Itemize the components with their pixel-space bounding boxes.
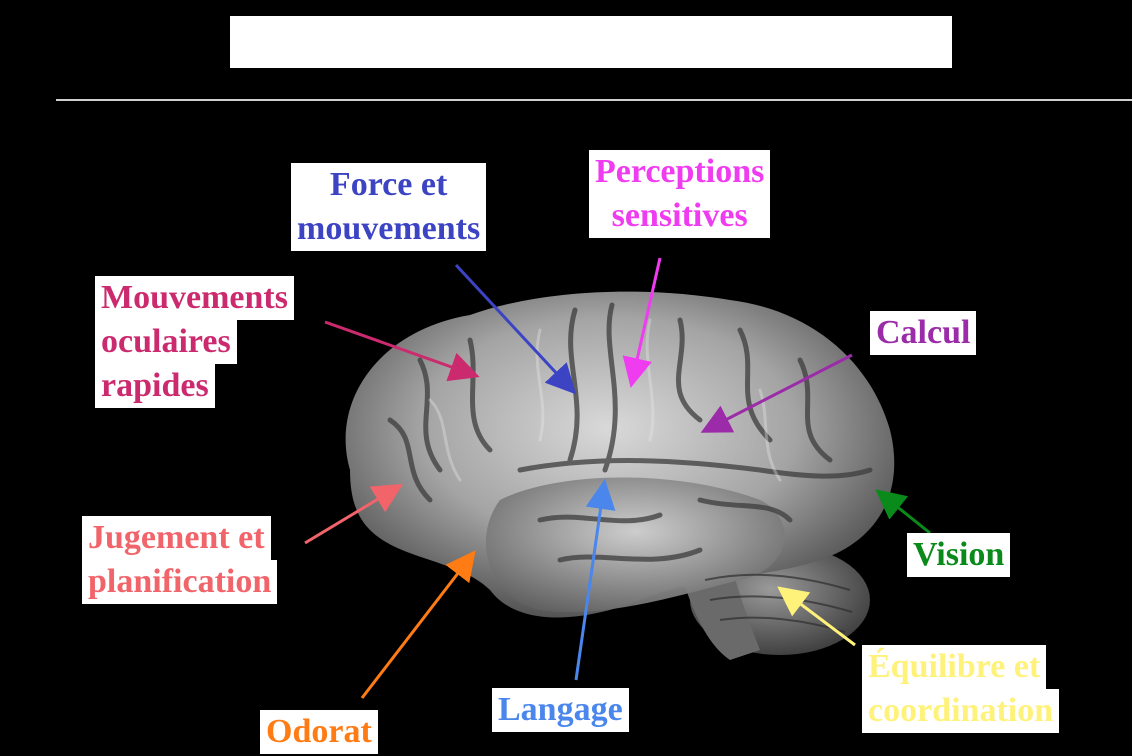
label-odorat: Odorat [260, 710, 378, 754]
label-perceptions-sensitives: Perceptions sensitives [589, 150, 770, 238]
label-force-line1: Force et [297, 163, 480, 207]
arrow-langage [576, 485, 604, 680]
label-oculaires-line2: oculaires [95, 320, 237, 364]
label-equilibre-line1: Équilibre et [862, 645, 1046, 689]
arrow-jugement [305, 487, 398, 543]
label-force-line2: mouvements [297, 207, 480, 251]
label-force-mouvements: Force et mouvements [291, 163, 486, 251]
label-oculaires-line1: Mouvements [95, 276, 294, 320]
arrow-vision [880, 493, 930, 533]
label-perceptions-line1: Perceptions [595, 150, 764, 194]
arrow-oculaires [325, 322, 474, 375]
label-mouvements-oculaires: Mouvements oculaires rapides [95, 276, 294, 408]
label-jugement-planification: Jugement et planification [82, 516, 277, 604]
arrow-calcul [706, 355, 852, 430]
label-jugement-line1: Jugement et [82, 516, 271, 560]
label-equilibre-coordination: Équilibre et coordination [862, 645, 1059, 733]
label-equilibre-line2: coordination [862, 689, 1059, 733]
label-perceptions-line2: sensitives [595, 194, 764, 238]
label-calcul: Calcul [870, 311, 976, 355]
label-jugement-line2: planification [82, 560, 277, 604]
label-langage: Langage [492, 688, 629, 732]
arrow-odorat [362, 555, 472, 698]
label-vision: Vision [907, 533, 1010, 577]
label-oculaires-line3: rapides [95, 364, 215, 408]
arrow-equilibre [782, 590, 855, 645]
arrow-force [456, 265, 572, 390]
arrow-perceptions [632, 258, 660, 382]
